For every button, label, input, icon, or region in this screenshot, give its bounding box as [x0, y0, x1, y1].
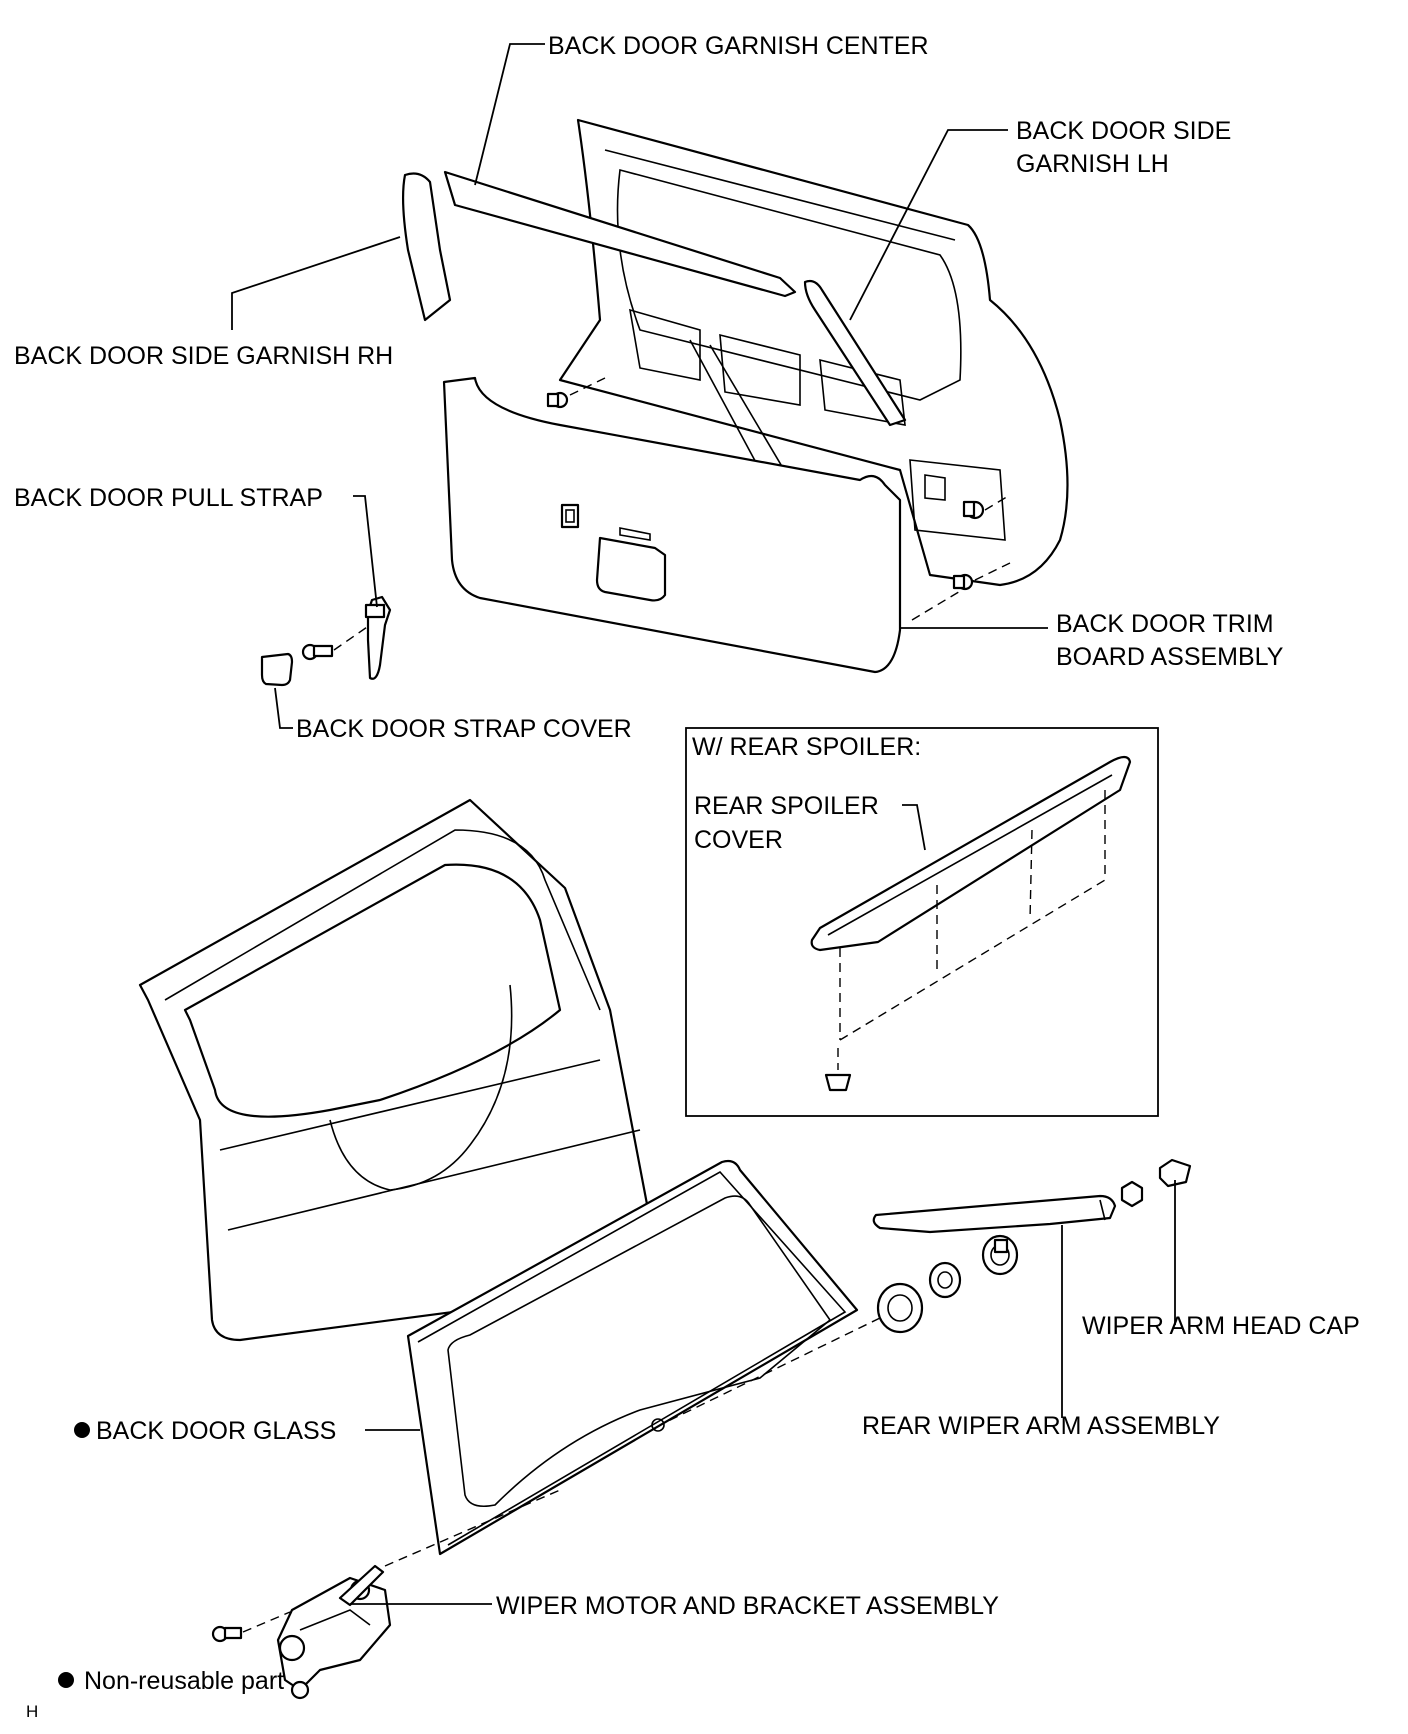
label-wiper-arm-head-cap: WIPER ARM HEAD CAP	[1082, 1312, 1360, 1340]
back-door-strap-cover	[260, 652, 294, 687]
leader-garnish-center	[474, 43, 545, 186]
wiper-washer	[928, 1261, 962, 1299]
legend-non-reusable-part: Non-reusable part	[84, 1667, 284, 1695]
label-back-door-strap-cover: BACK DOOR STRAP COVER	[296, 715, 632, 743]
leader-side-garnish-rh	[231, 236, 401, 330]
back-door-garnish-center	[443, 170, 797, 298]
label-rear-wiper-arm-assembly: REAR WIPER ARM ASSEMBLY	[862, 1412, 1220, 1440]
back-door-glass	[406, 1159, 859, 1556]
wiper-nut	[1120, 1180, 1144, 1208]
wiper-motor-and-bracket	[276, 1564, 392, 1700]
label-back-door-glass: BACK DOOR GLASS	[96, 1417, 336, 1445]
label-back-door-side-garnish-lh-1: BACK DOOR SIDE	[1016, 117, 1231, 145]
strap-screw	[301, 624, 371, 661]
corner-code: H	[26, 1702, 38, 1721]
back-door-trim-board	[442, 376, 902, 674]
back-door-side-garnish-lh	[803, 279, 907, 427]
label-back-door-side-garnish-lh-2: GARNISH LH	[1016, 150, 1169, 178]
motor-axis-line	[384, 1489, 561, 1567]
leader-pull-strap	[353, 495, 378, 608]
rear-spoiler-inset-box	[685, 727, 1159, 1117]
non-reusable-marker-glass	[74, 1422, 90, 1438]
wiper-arm-head-cap	[1158, 1158, 1192, 1188]
leader-strap-cover	[274, 687, 293, 729]
trim-clip-right	[962, 494, 1011, 520]
back-door-pull-strap	[364, 595, 392, 680]
label-back-door-garnish-center: BACK DOOR GARNISH CENTER	[548, 32, 929, 60]
rear-spoiler-cover	[810, 755, 1132, 1092]
trim-clip-bottom	[911, 562, 1011, 621]
wiper-washer-nut	[981, 1234, 1019, 1276]
label-back-door-side-garnish-rh: BACK DOOR SIDE GARNISH RH	[14, 342, 393, 370]
wiper-axis-line	[659, 1317, 881, 1426]
trim-clip-top	[546, 377, 606, 409]
back-door-panel	[558, 118, 1069, 587]
back-door-side-garnish-rh	[402, 172, 452, 322]
label-rear-spoiler-cover-2: COVER	[694, 826, 783, 854]
motor-bolt	[211, 1611, 291, 1643]
label-w-rear-spoiler: W/ REAR SPOILER:	[692, 733, 921, 761]
label-back-door-trim-board-2: BOARD ASSEMBLY	[1056, 643, 1284, 671]
rear-wiper-arm	[872, 1194, 1117, 1234]
wiper-grommet	[876, 1282, 924, 1334]
label-rear-spoiler-cover-1: REAR SPOILER	[694, 792, 879, 820]
leader-side-garnish-lh	[849, 129, 1008, 321]
label-back-door-pull-strap: BACK DOOR PULL STRAP	[14, 484, 323, 512]
non-reusable-marker-legend	[58, 1672, 74, 1688]
leader-spoiler-cover	[902, 804, 926, 851]
label-back-door-trim-board-1: BACK DOOR TRIM	[1056, 610, 1274, 638]
label-wiper-motor-and-bracket: WIPER MOTOR AND BRACKET ASSEMBLY	[496, 1592, 999, 1620]
